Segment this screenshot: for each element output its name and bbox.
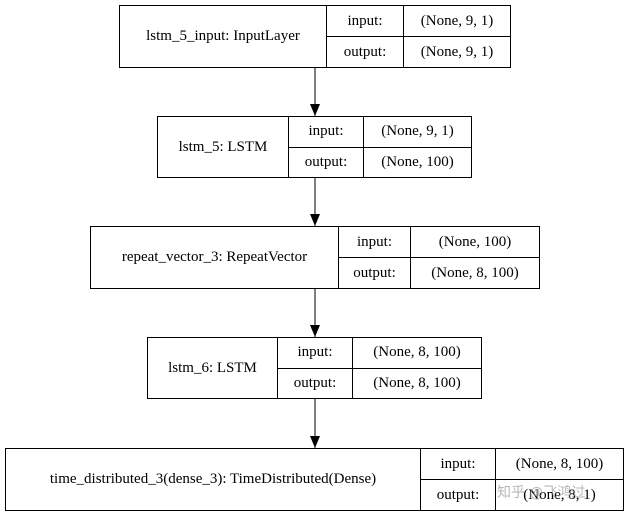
input-label: input:	[421, 449, 495, 480]
node-lstm5-input: lstm_5_input: InputLayer input: output: …	[119, 5, 511, 68]
output-shape: (None, 100)	[381, 153, 454, 170]
input-shape: (None, 100)	[411, 227, 539, 258]
output-label: output:	[343, 43, 387, 60]
node-lstm6: lstm_6: LSTM input: output: (None, 8, 10…	[147, 337, 482, 399]
input-label: input:	[278, 338, 352, 369]
edge-lstm5-to-repeatvector	[310, 178, 320, 226]
input-shape: (None, 9, 1)	[364, 117, 471, 148]
node-title: repeat_vector_3: RepeatVector	[91, 227, 339, 288]
node-title: lstm_5: LSTM	[158, 117, 289, 177]
node-title: lstm_6: LSTM	[148, 338, 278, 398]
input-label: input:	[339, 227, 410, 258]
output-shape: (None, 8, 100)	[373, 374, 461, 391]
input-label: input:	[289, 117, 363, 148]
watermark-text: 知乎 @飞鸿过	[497, 485, 586, 501]
input-label: input:	[327, 6, 403, 37]
input-shape: (None, 9, 1)	[404, 6, 510, 37]
node-repeat-vector3: repeat_vector_3: RepeatVector input: out…	[90, 226, 540, 289]
output-label: output:	[304, 153, 348, 170]
input-shape: (None, 8, 100)	[496, 449, 623, 480]
output-label: output:	[293, 374, 337, 391]
input-shape: (None, 8, 100)	[353, 338, 481, 369]
edge-lstm6-to-timedistributed	[310, 399, 320, 448]
node-lstm5: lstm_5: LSTM input: output: (None, 9, 1)…	[157, 116, 472, 178]
output-label: output:	[353, 264, 396, 281]
edge-input-to-lstm5	[310, 68, 320, 116]
output-label: output:	[436, 486, 480, 503]
output-shape: (None, 8, 1)	[523, 486, 596, 503]
node-time-distributed3: time_distributed_3(dense_3): TimeDistrib…	[5, 448, 624, 511]
edge-repeatvector-to-lstm6	[310, 289, 320, 337]
output-shape: (None, 8, 100)	[431, 264, 519, 281]
node-title: lstm_5_input: InputLayer	[120, 6, 327, 67]
output-shape: (None, 9, 1)	[420, 43, 494, 60]
node-title: time_distributed_3(dense_3): TimeDistrib…	[6, 449, 421, 510]
